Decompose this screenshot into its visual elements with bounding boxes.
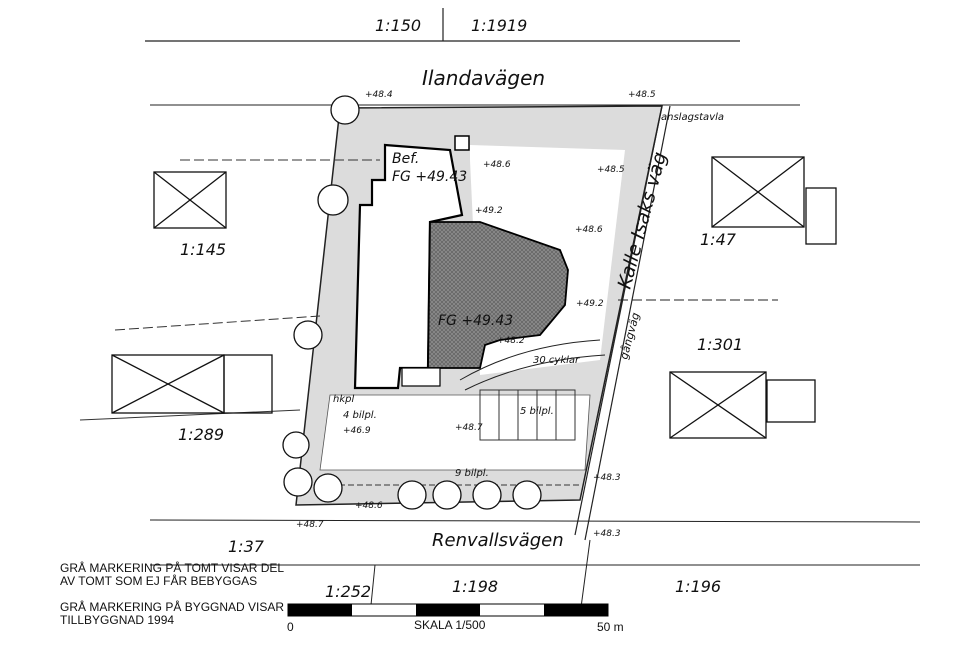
lot-line-west-3 bbox=[79, 409, 301, 421]
parking-9-label: 9 bilpl. bbox=[455, 468, 489, 479]
street-north-label: Ilandavägen bbox=[422, 66, 545, 90]
lot-divider-s2 bbox=[579, 539, 591, 616]
legend-block-2: GRÅ MARKERING PÅ BYGGNAD VISAR TILLBYGGN… bbox=[60, 601, 284, 627]
parking-stalls-5 bbox=[479, 389, 576, 441]
extension-fg: FG +49.43 bbox=[438, 313, 513, 329]
elevation-label: +48.7 bbox=[455, 423, 483, 433]
header-scale-left: 1:150 bbox=[375, 16, 421, 35]
bicycle-label: 30 cyklar bbox=[533, 355, 580, 366]
legend-line-4: TILLBYGGNAD 1994 bbox=[60, 613, 175, 627]
small-structure bbox=[454, 135, 470, 151]
scale-end: 50 m bbox=[597, 620, 624, 634]
elevation-label: +48.6 bbox=[483, 160, 511, 170]
lot-301: 1:301 bbox=[697, 335, 743, 354]
parking-5-label: 5 bilpl. bbox=[520, 406, 554, 417]
legend-line-1: GRÅ MARKERING PÅ TOMT VISAR DEL bbox=[60, 561, 285, 575]
lot-289: 1:289 bbox=[178, 425, 224, 444]
elevation-label: +48.3 bbox=[593, 529, 621, 539]
entrance bbox=[401, 367, 441, 387]
elevation-label: +48.6 bbox=[575, 225, 603, 235]
lot-line-west-2 bbox=[114, 315, 321, 331]
scale-bar-graphic bbox=[287, 603, 609, 617]
extension-building-1994 bbox=[427, 221, 569, 369]
legend-block-1: GRÅ MARKERING PÅ TOMT VISAR DEL AV TOMT … bbox=[60, 562, 284, 588]
legend-line-3: GRÅ MARKERING PÅ BYGGNAD VISAR bbox=[60, 600, 285, 614]
elevation-labels: +48.4 +48.5 +48.6 +48.5 +49.2 +48.6 +49.… bbox=[296, 90, 656, 539]
existing-building bbox=[353, 143, 464, 390]
lot-252: 1:252 bbox=[325, 582, 371, 601]
elevation-label: +48.7 bbox=[296, 520, 324, 530]
lot-198: 1:198 bbox=[452, 577, 498, 596]
bike-path-edge bbox=[459, 339, 601, 381]
elevation-label: +49.2 bbox=[576, 299, 604, 309]
scale-start: 0 bbox=[287, 620, 294, 634]
header-scale-right: 1:1919 bbox=[471, 16, 527, 35]
elevation-label: +48.3 bbox=[593, 473, 621, 483]
elevation-label: +48.4 bbox=[365, 90, 393, 100]
existing-building-label: Bef. bbox=[392, 151, 419, 167]
elevation-label: +48.5 bbox=[628, 90, 656, 100]
lot-196: 1:196 bbox=[675, 577, 721, 596]
elevation-label: +48.2 bbox=[497, 336, 525, 346]
elevation-label: +48.6 bbox=[355, 501, 383, 511]
street-line-south bbox=[149, 519, 921, 523]
trees bbox=[282, 95, 542, 510]
scale-label: SKALA 1/500 bbox=[414, 618, 486, 632]
existing-building-fg: FG +49.43 bbox=[392, 169, 467, 185]
neighbour-houses bbox=[111, 156, 837, 439]
footpath-label: gångväg bbox=[617, 311, 642, 361]
road-east-line-2 bbox=[584, 105, 671, 541]
hkpl-label: hkpl bbox=[333, 394, 354, 405]
elevation-label: +48.5 bbox=[597, 165, 625, 175]
street-south-label: Renvallsvägen bbox=[432, 530, 564, 551]
elevation-label: +46.9 bbox=[343, 426, 371, 436]
parking-4-label: 4 bilpl. bbox=[343, 410, 377, 421]
sign-board-label: anslagstavla bbox=[661, 112, 724, 123]
lot-37: 1:37 bbox=[228, 537, 265, 556]
lot-47: 1:47 bbox=[700, 230, 737, 249]
road-east-line-1 bbox=[574, 105, 663, 536]
lot-145: 1:145 bbox=[180, 240, 226, 259]
bike-path-edge-2 bbox=[464, 354, 606, 391]
elevation-label: +49.2 bbox=[475, 206, 503, 216]
parking-area bbox=[319, 394, 591, 471]
legend-line-2: AV TOMT SOM EJ FÅR BEBYGGAS bbox=[60, 574, 258, 588]
